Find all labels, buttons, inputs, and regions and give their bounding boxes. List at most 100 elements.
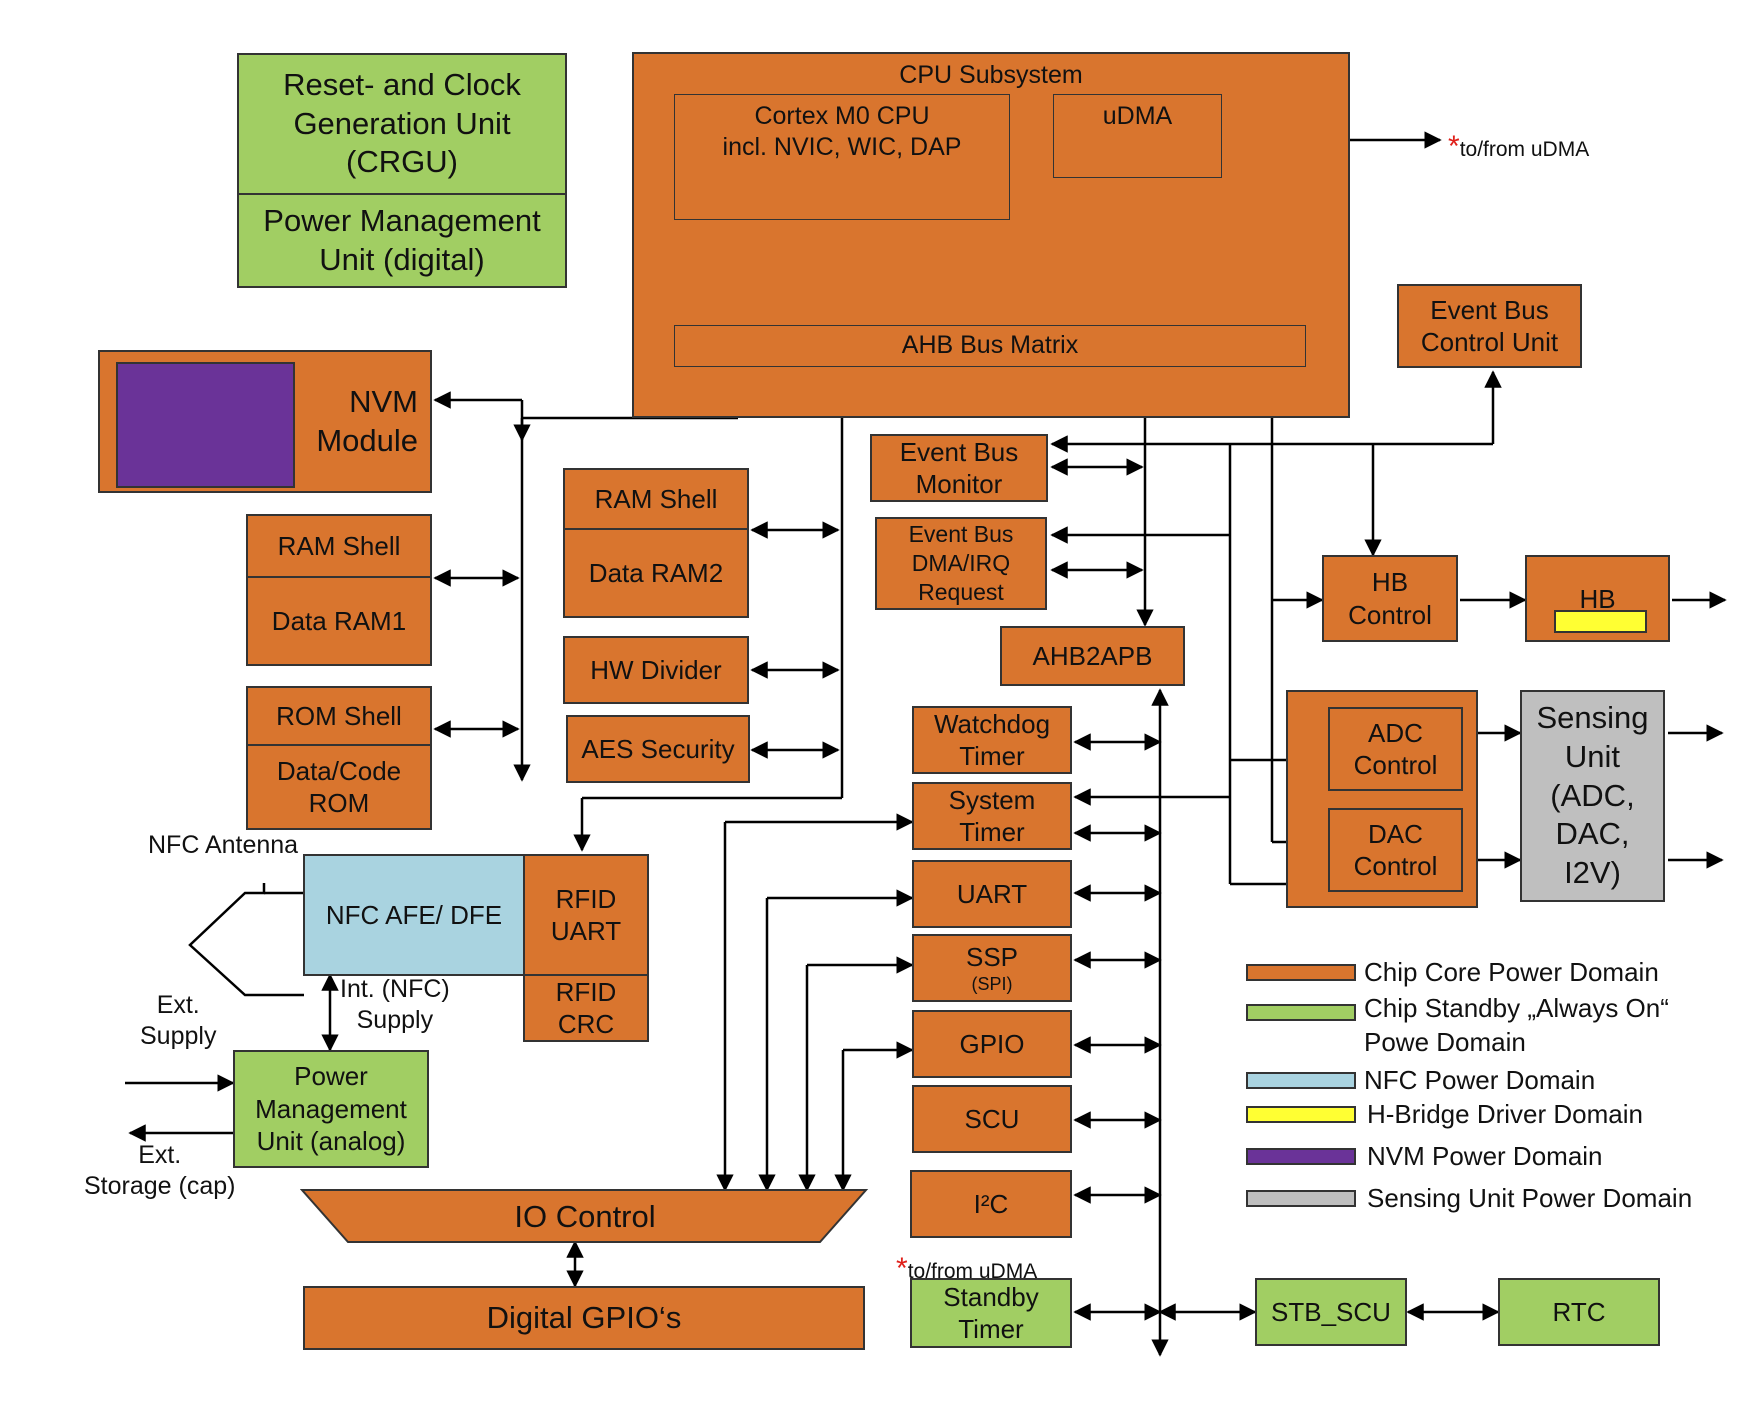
io-control-label: IO Control [514, 1199, 656, 1234]
legend-swatch-hbridge [1246, 1106, 1356, 1123]
stb-scu-label: STB_SCU [1271, 1296, 1391, 1327]
dac-control: DAC Control [1328, 808, 1463, 892]
int-nfc-supply-label: Int. (NFC) Supply [340, 975, 450, 1035]
adc-control-label: ADC Control [1353, 717, 1438, 781]
aes-security: AES Security [566, 715, 750, 783]
legend-swatch-sensing [1246, 1190, 1356, 1207]
pmu-digital-label: Power Management Unit (digital) [263, 202, 541, 277]
rtc: RTC [1498, 1278, 1660, 1346]
sensing-unit-label: Sensing Unit (ADC, DAC, I2V) [1536, 700, 1649, 891]
udma-bottom-label: *to/from uDMA [896, 1250, 1037, 1288]
star-marker-bottom: * [896, 1252, 908, 1285]
legend-label-nfc: NFC Power Domain [1364, 1065, 1596, 1095]
event-bus-control-label: Event Bus Control Unit [1420, 294, 1559, 358]
stb-scu: STB_SCU [1255, 1278, 1407, 1346]
hbridge-domain-area [1554, 610, 1647, 633]
i2c: I²C [910, 1170, 1072, 1238]
sensing-unit: Sensing Unit (ADC, DAC, I2V) [1520, 690, 1665, 902]
legend-swatch-nfc [1246, 1072, 1356, 1089]
nfc-afe-label: NFC AFE/ DFE [325, 899, 503, 930]
nfc-antenna-label: NFC Antenna [148, 831, 299, 859]
ram-shell-2-label: RAM Shell [594, 483, 718, 514]
ssp-label: SSP [965, 941, 1019, 972]
i2c-label: I²C [973, 1188, 1009, 1219]
watchdog-label: Watchdog Timer [933, 708, 1051, 772]
event-bus-monitor-label: Event Bus Monitor [899, 436, 1019, 500]
event-bus-control-unit: Event Bus Control Unit [1397, 284, 1582, 368]
ahb2apb-label: AHB2APB [1032, 640, 1153, 671]
star-marker: * [1448, 130, 1460, 163]
legend-label-standby: Chip Standby „Always On“ Powe Domain [1364, 993, 1669, 1057]
pmu-digital-block: Power Management Unit (digital) [237, 193, 567, 288]
event-bus-monitor: Event Bus Monitor [870, 434, 1048, 502]
legend-swatch-core [1246, 964, 1356, 981]
standby-timer-label: Standby Timer [943, 1281, 1039, 1345]
pmu-analog: Power Management Unit (analog) [233, 1050, 429, 1168]
nvm-module-label: NVM Module [316, 383, 418, 458]
legend-label-nvm: NVM Power Domain [1367, 1141, 1603, 1171]
hw-divider-label: HW Divider [590, 654, 722, 685]
hb-control-label: HB Control [1348, 567, 1432, 630]
scu-label: SCU [964, 1103, 1020, 1134]
ahb2apb: AHB2APB [1000, 626, 1185, 686]
ahb-bus-matrix: AHB Bus Matrix [674, 325, 1306, 367]
hb-block: HB [1525, 555, 1670, 642]
ssp: SSP(SPI) [912, 934, 1072, 1002]
digital-gpio: Digital GPIO‘s [303, 1286, 865, 1350]
crgu-label: Reset- and Clock Generation Unit (CRGU) [283, 66, 521, 180]
digital-gpio-label: Digital GPIO‘s [486, 1299, 682, 1335]
cpu-subsystem-label: CPU Subsystem [899, 61, 1083, 89]
gpio-label: GPIO [959, 1028, 1025, 1059]
to-from-udma-top: to/from uDMA [1459, 138, 1590, 161]
legend-label-hbridge: H-Bridge Driver Domain [1367, 1099, 1643, 1129]
rfid-crc-label: RFID CRC [555, 976, 617, 1040]
adc-control: ADC Control [1328, 707, 1463, 791]
nvm-domain-area [116, 362, 295, 488]
uart: UART [912, 860, 1072, 928]
system-timer: System Timer [912, 782, 1072, 850]
pmu-analog-label: Power Management Unit (analog) [255, 1061, 407, 1157]
cortex-label: Cortex M0 CPU incl. NVIC, WIC, DAP [722, 102, 962, 162]
legend-label-core: Chip Core Power Domain [1364, 957, 1659, 987]
ext-storage-label: Ext. Storage (cap) [84, 1141, 236, 1201]
udma-external-label: *to/from uDMA [1448, 128, 1589, 166]
rfid-uart: RFID UART [523, 854, 649, 976]
rfid-crc: RFID CRC [523, 974, 649, 1042]
ram-shell-2: RAM Shell [563, 468, 749, 530]
hb-label: HB [1579, 584, 1616, 614]
uart-label: UART [956, 878, 1028, 909]
standby-timer: Standby Timer [910, 1278, 1072, 1348]
data-ram1-label: Data RAM1 [271, 605, 407, 636]
legend-swatch-nvm [1246, 1148, 1356, 1165]
nfc-afe-dfe: NFC AFE/ DFE [303, 854, 525, 976]
to-from-udma-bottom: to/from uDMA [907, 1260, 1038, 1283]
data-code-rom: Data/Code ROM [246, 744, 432, 830]
udma-label: uDMA [1102, 102, 1173, 130]
cortex-block: Cortex M0 CPU incl. NVIC, WIC, DAP [674, 94, 1010, 220]
udma-block: uDMA [1053, 94, 1222, 178]
aes-security-label: AES Security [581, 733, 735, 764]
ram-shell-1-label: RAM Shell [277, 530, 401, 561]
ahb-bus-matrix-label: AHB Bus Matrix [901, 331, 1079, 360]
hw-divider: HW Divider [563, 636, 749, 704]
data-ram1: Data RAM1 [246, 576, 432, 666]
crgu-block: Reset- and Clock Generation Unit (CRGU) [237, 53, 567, 195]
rom-shell-label: ROM Shell [276, 700, 402, 731]
dac-control-label: DAC Control [1353, 818, 1438, 882]
ext-supply-label: Ext. Supply [140, 991, 217, 1051]
data-ram2-label: Data RAM2 [588, 557, 724, 588]
data-code-rom-label: Data/Code ROM [276, 755, 402, 819]
rom-shell: ROM Shell [246, 686, 432, 746]
watchdog-timer: Watchdog Timer [912, 706, 1072, 774]
ram-shell-1: RAM Shell [246, 514, 432, 578]
event-bus-dma-label: Event Bus DMA/IRQ Request [908, 521, 1014, 605]
scu: SCU [912, 1085, 1072, 1153]
hb-control: HB Control [1322, 555, 1458, 642]
gpio: GPIO [912, 1010, 1072, 1078]
legend-label-sensing: Sensing Unit Power Domain [1367, 1183, 1693, 1213]
legend-swatch-standby [1246, 1004, 1356, 1021]
rtc-label: RTC [1552, 1296, 1606, 1327]
rfid-uart-label: RFID UART [550, 883, 622, 947]
